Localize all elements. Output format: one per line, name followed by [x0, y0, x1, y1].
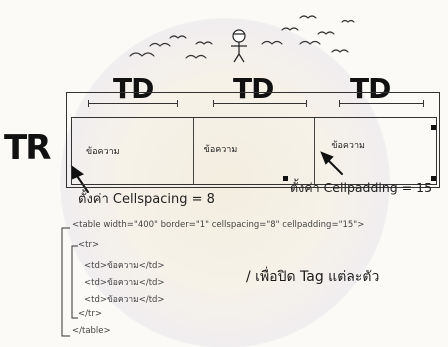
closing-tag-note: / เพื่อปิด Tag แต่ละตัว — [246, 269, 380, 285]
watermark-seal — [60, 18, 390, 347]
tr-bracket — [71, 245, 78, 319]
corner-mark — [431, 176, 436, 181]
person-doodle-icon — [231, 29, 247, 63]
cellpadding-annotation: ตั้งค่า Cellpadding = 15 — [290, 180, 433, 195]
code-line-td: <td>ข้อความ</td> — [84, 278, 165, 288]
cell-text: ข้อความ — [86, 147, 120, 157]
cell-text: ข้อความ — [203, 145, 238, 155]
bird-icon — [169, 35, 187, 39]
bird-icon — [129, 52, 155, 57]
corner-mark — [283, 176, 288, 181]
bird-icon — [317, 31, 335, 35]
corner-mark — [431, 125, 436, 130]
bird-icon — [299, 15, 317, 19]
bird-icon — [331, 49, 349, 53]
code-line-table-close: </table> — [72, 326, 111, 336]
bird-icon — [195, 41, 213, 45]
table-cell: ข้อความ — [315, 118, 436, 184]
td-label: TD — [233, 72, 274, 105]
bird-icon — [299, 40, 321, 45]
table-row: ข้อความ ข้อความ ข้อความ — [71, 117, 437, 185]
bird-icon — [185, 54, 207, 59]
td-label: TD — [350, 72, 391, 105]
code-bracket — [61, 227, 70, 337]
bird-icon — [281, 27, 299, 31]
bird-icon — [261, 40, 283, 45]
bird-icon — [341, 19, 355, 23]
bird-icon — [149, 42, 171, 47]
code-line-tr-open: <tr> — [78, 240, 100, 250]
table-cell: ข้อความ — [194, 118, 316, 184]
table-cell: ข้อความ — [72, 118, 194, 184]
code-line-td: <td>ข้อความ</td> — [84, 295, 165, 305]
td-width-marker — [88, 100, 178, 107]
td-width-marker — [213, 100, 307, 107]
code-line-tr-close: </tr> — [78, 309, 102, 319]
code-line-td: <td>ข้อความ</td> — [84, 261, 165, 271]
code-line-table-open: <table width="400" border="1" cellspacin… — [72, 220, 365, 230]
cell-text: ข้อความ — [331, 141, 365, 151]
td-label: TD — [113, 72, 154, 105]
td-width-marker — [339, 100, 424, 107]
cellspacing-annotation: ตั้งค่า Cellspacing = 8 — [78, 192, 215, 207]
tr-label: TR — [4, 128, 51, 168]
table-outer-border — [66, 92, 440, 188]
